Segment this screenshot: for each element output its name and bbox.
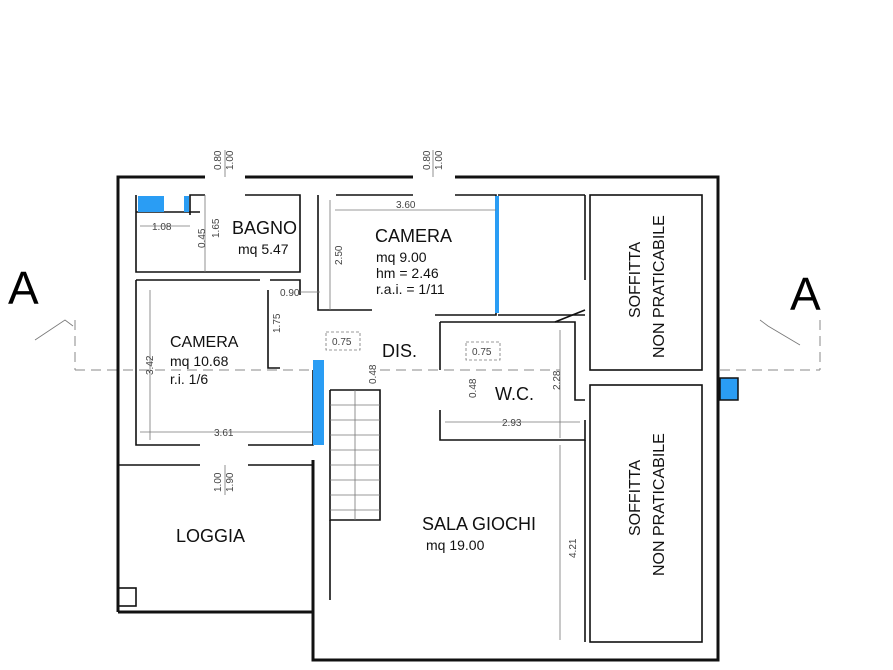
room-sala-giochi-area: mq 19.00 xyxy=(426,537,485,553)
skylights xyxy=(325,331,501,361)
room-camera-top-area: mq 9.00 xyxy=(376,249,427,265)
section-label-right: A xyxy=(790,268,821,320)
section-label-left: A xyxy=(8,262,39,314)
room-loggia-name: LOGGIA xyxy=(176,526,245,546)
soffitta-bottom-line1: SOFFITTA xyxy=(627,460,644,536)
dim-door-090: 0.90 xyxy=(280,288,300,299)
stairs xyxy=(330,390,380,520)
room-camera-left-name: CAMERA xyxy=(170,334,239,351)
dim-win-top-left-b: 1.00 xyxy=(225,150,236,170)
dim-wc-h: 2.28 xyxy=(552,370,563,390)
dim-win-left-a: 1.00 xyxy=(213,472,224,492)
dim-bagno-h1: 0.45 xyxy=(197,228,208,248)
section-line xyxy=(34,319,821,371)
dim-skylight-dis: 0.75 xyxy=(332,337,352,348)
dim-wc-048: 0.48 xyxy=(468,378,479,398)
walls xyxy=(116,175,720,662)
dim-win-top-mid-a: 0.80 xyxy=(422,150,433,170)
dim-wall-175: 1.75 xyxy=(272,313,283,333)
window-accents xyxy=(138,196,739,445)
dim-win-top-left-a: 0.80 xyxy=(213,150,224,170)
room-camera-top-rai: r.a.i. = 1/11 xyxy=(376,281,445,297)
room-camera-top-name: CAMERA xyxy=(375,226,452,246)
room-camera-top-height: hm = 2.46 xyxy=(376,265,439,281)
dim-cam-left-w: 3.61 xyxy=(214,428,234,439)
soffitta-bottom-line2: NON PRATICABILE xyxy=(651,433,668,576)
soffitta-top-line2: NON PRATICABILE xyxy=(651,215,668,358)
chimney xyxy=(719,377,739,401)
dim-dis-048: 0.48 xyxy=(368,364,379,384)
window-bagno-narrow xyxy=(184,196,189,212)
dim-camera-top-w: 3.60 xyxy=(396,200,416,211)
window-dis xyxy=(313,360,324,445)
room-bagno-area: mq 5.47 xyxy=(238,241,289,257)
dim-camera-top-h: 2.50 xyxy=(334,245,345,265)
room-bagno-name: BAGNO xyxy=(232,218,297,238)
room-sala-giochi-name: SALA GIOCHI xyxy=(422,514,536,534)
dim-win-left-b: 1.90 xyxy=(225,472,236,492)
dim-bagno-h2: 1.65 xyxy=(211,218,222,238)
window-bagno xyxy=(138,196,164,212)
room-dis-name: DIS. xyxy=(382,341,417,361)
dim-sala-h: 4.21 xyxy=(568,538,579,558)
dim-bagno-w: 1.08 xyxy=(152,222,172,233)
dim-skylight-wc: 0.75 xyxy=(472,347,492,358)
window-camera xyxy=(495,196,499,313)
soffitta-top-line1: SOFFITTA xyxy=(627,242,644,318)
room-camera-left-ri: r.i. 1/6 xyxy=(170,371,208,387)
dimension-lines xyxy=(140,150,580,640)
dim-cam-left-h: 3.42 xyxy=(145,355,156,375)
dim-win-top-mid-b: 1.00 xyxy=(434,150,445,170)
room-camera-left-area: mq 10.68 xyxy=(170,353,229,369)
room-wc-name: W.C. xyxy=(495,384,534,404)
dim-wc-w: 2.93 xyxy=(502,418,522,429)
